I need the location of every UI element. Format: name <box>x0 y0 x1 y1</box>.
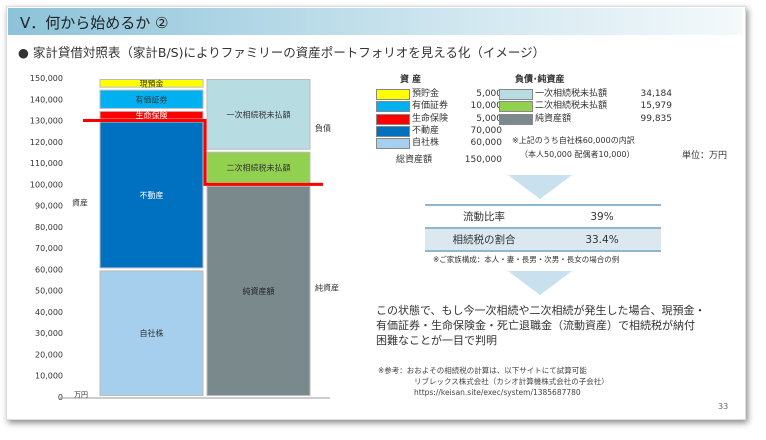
bar-segment <box>99 79 204 88</box>
legend-label: 預貯金 <box>412 89 440 99</box>
row-value: 33.4% <box>585 233 619 246</box>
legend-debt-header: 負債･純資産 <box>515 75 565 85</box>
y-tick-label: 150,000 <box>30 74 63 83</box>
legend-swatch <box>499 101 533 113</box>
unit-label: 単位：万円 <box>682 151 728 161</box>
y-unit-label: 万円 <box>74 391 88 399</box>
bar-segment <box>206 185 311 396</box>
side-label-equity: 純資産 <box>315 283 339 293</box>
legend-assets-header: 資 産 <box>400 75 422 85</box>
y-tick-label: 110,000 <box>30 159 63 168</box>
bar-segment-label: 有価証券 <box>136 94 168 104</box>
title-bar <box>8 8 742 35</box>
side-label-assets: 資産 <box>72 198 88 208</box>
table-row: 流動比率 39% <box>425 206 661 229</box>
down-arrow-icon <box>508 271 572 295</box>
row-label: 相続税の割合 <box>452 234 516 246</box>
note-breakdown-detail: （本人50,000 配偶者10,000） <box>520 150 635 159</box>
y-tick-label: 120,000 <box>30 138 63 147</box>
bar-segment <box>206 151 311 184</box>
y-tick-label: 50,000 <box>35 287 63 296</box>
y-tick-label: 60,000 <box>35 265 63 274</box>
note-breakdown: ※上記のうち自社株60,000の内訳 <box>512 136 635 145</box>
row-value: 39% <box>590 210 614 223</box>
y-tick-label: 20,000 <box>35 350 63 359</box>
bar-segment <box>206 79 311 150</box>
legend-value: 15,979 <box>640 101 673 112</box>
bar-segment-label: 一次相続税未払額 <box>227 109 291 119</box>
y-tick-label: 10,000 <box>35 372 63 381</box>
legend-swatch <box>376 89 410 100</box>
bar-segment-label: 生命保険 <box>136 110 168 120</box>
y-tick-label: 80,000 <box>35 223 63 232</box>
y-tick-label: 70,000 <box>35 244 63 253</box>
bar-segment-label: 自社株 <box>140 328 164 338</box>
legend-swatch <box>376 101 410 113</box>
legend-label: 不動産 <box>412 125 440 136</box>
legend-swatch <box>376 138 410 150</box>
page-number: 33 <box>718 402 729 411</box>
legend-value: 5,000 <box>476 113 502 124</box>
reference-note: ※参考：おおよその相続税の計算は、以下サイトにて試算可能 リブレックス株式会社（… <box>378 365 609 398</box>
subtitle-text: 家計貸借対照表（家計B/S)によりファミリーの資産ポートフォリオを見える化（イメ… <box>32 45 546 60</box>
legend-value: 99,835 <box>640 113 673 124</box>
side-label-debt: 負債 <box>315 123 331 133</box>
y-tick-label: 30,000 <box>35 329 63 338</box>
conclusion-text: この状態で、もし今一次相続や二次相続が発生した場合、現預金・ 有価証券・生命保険… <box>376 303 706 348</box>
conclusion-line: 有価証券・生命保険金・死亡退職金（流動資産）で相続税が納付 <box>376 319 695 332</box>
bar-segment-label: 現預金 <box>140 78 164 88</box>
legend-value: 34,184 <box>640 89 673 99</box>
reference-line: ※参考：おおよその相続税の計算は、以下サイトにて試算可能 <box>378 366 587 375</box>
bar-segment-label: 二次相続税未払額 <box>227 163 291 173</box>
legend-swatch <box>499 113 533 125</box>
legend-label: 二次相続税未払額 <box>535 101 608 112</box>
legend-value: 70,000 <box>470 125 503 136</box>
row-label: 流動比率 <box>463 211 505 223</box>
red-threshold-line <box>83 119 323 186</box>
legend-value: 60,000 <box>470 138 503 149</box>
legend-value: 10,000 <box>470 101 503 112</box>
y-tick-label: 140,000 <box>30 95 63 104</box>
bar-segment <box>99 121 204 269</box>
conclusion-line: 困難なことが一目で判明 <box>376 334 497 347</box>
legend-swatch <box>376 125 410 137</box>
slide-title: V．何から始めるか ② <box>20 14 169 32</box>
bar-segment <box>99 270 204 396</box>
table-row: 相続税の割合 33.4% <box>425 229 661 250</box>
legend-label: 自社株 <box>412 138 440 149</box>
family-note: ※ご家族構成：本人・妻・長男・次男・長女の場合の例 <box>433 255 620 264</box>
subtitle: ● 家計貸借対照表（家計B/S)によりファミリーの資産ポートフォリオを見える化（… <box>18 45 546 60</box>
legend-swatch <box>376 113 410 125</box>
legend-value: 5,000 <box>476 89 502 99</box>
conclusion-line: この状態で、もし今一次相続や二次相続が発生した場合、現預金・ <box>376 304 706 317</box>
total-assets-value: 150,000 <box>464 155 502 165</box>
reference-url[interactable]: https://keisan.site/exec/system/13856877… <box>414 388 581 397</box>
legend-label: 生命保険 <box>412 113 449 124</box>
bar-segment <box>99 89 204 109</box>
legend-label: 一次相続税未払額 <box>535 89 608 99</box>
ratio-table: 流動比率 39% 相続税の割合 33.4% <box>425 204 661 252</box>
y-tick-label: 130,000 <box>30 117 63 126</box>
legend-swatch <box>499 89 533 100</box>
total-assets-label: 総資産額 <box>396 155 433 165</box>
y-tick-label: 40,000 <box>35 308 63 317</box>
y-tick-label: 90,000 <box>35 202 63 211</box>
bar-segment-label: 純資産額 <box>243 286 275 296</box>
legend-label: 純資産額 <box>535 113 572 124</box>
y-tick-label: 100,000 <box>30 180 63 189</box>
legend-label: 有価証券 <box>412 101 449 112</box>
reference-line: リブレックス株式会社（カシオ計算機株式会社の子会社） <box>414 377 609 386</box>
down-arrow-icon <box>508 175 572 199</box>
bar-segment-label: 不動産 <box>140 190 164 200</box>
